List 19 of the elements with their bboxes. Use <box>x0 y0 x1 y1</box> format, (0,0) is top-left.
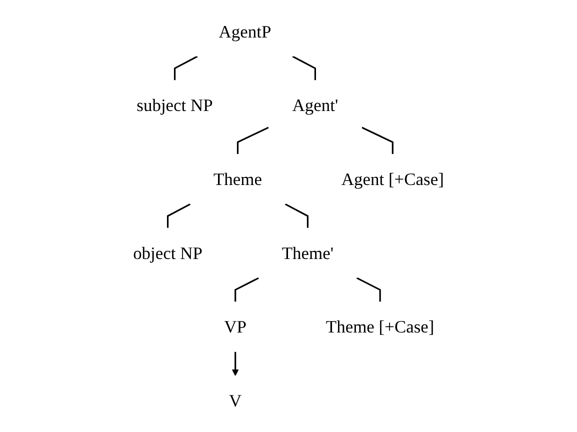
connector <box>292 56 316 80</box>
node-text: VP <box>224 316 247 337</box>
node-text: Theme' <box>282 243 334 263</box>
node-text: AgentP <box>218 21 272 42</box>
connector <box>236 126 269 154</box>
node-text: object NP <box>133 243 202 263</box>
connector <box>356 277 381 302</box>
node-text: subject NP <box>136 95 213 116</box>
node-text: Theme <box>213 169 262 189</box>
connector <box>234 277 260 302</box>
arrow <box>232 352 239 376</box>
connector <box>174 56 198 80</box>
node-text: V <box>229 390 242 411</box>
node-text: Agent' <box>292 95 338 116</box>
connector <box>166 203 191 228</box>
node-text: Agent [+Case] <box>341 169 444 189</box>
connector <box>284 203 308 228</box>
node-text: Theme [+Case] <box>326 316 434 337</box>
connector <box>362 126 394 154</box>
